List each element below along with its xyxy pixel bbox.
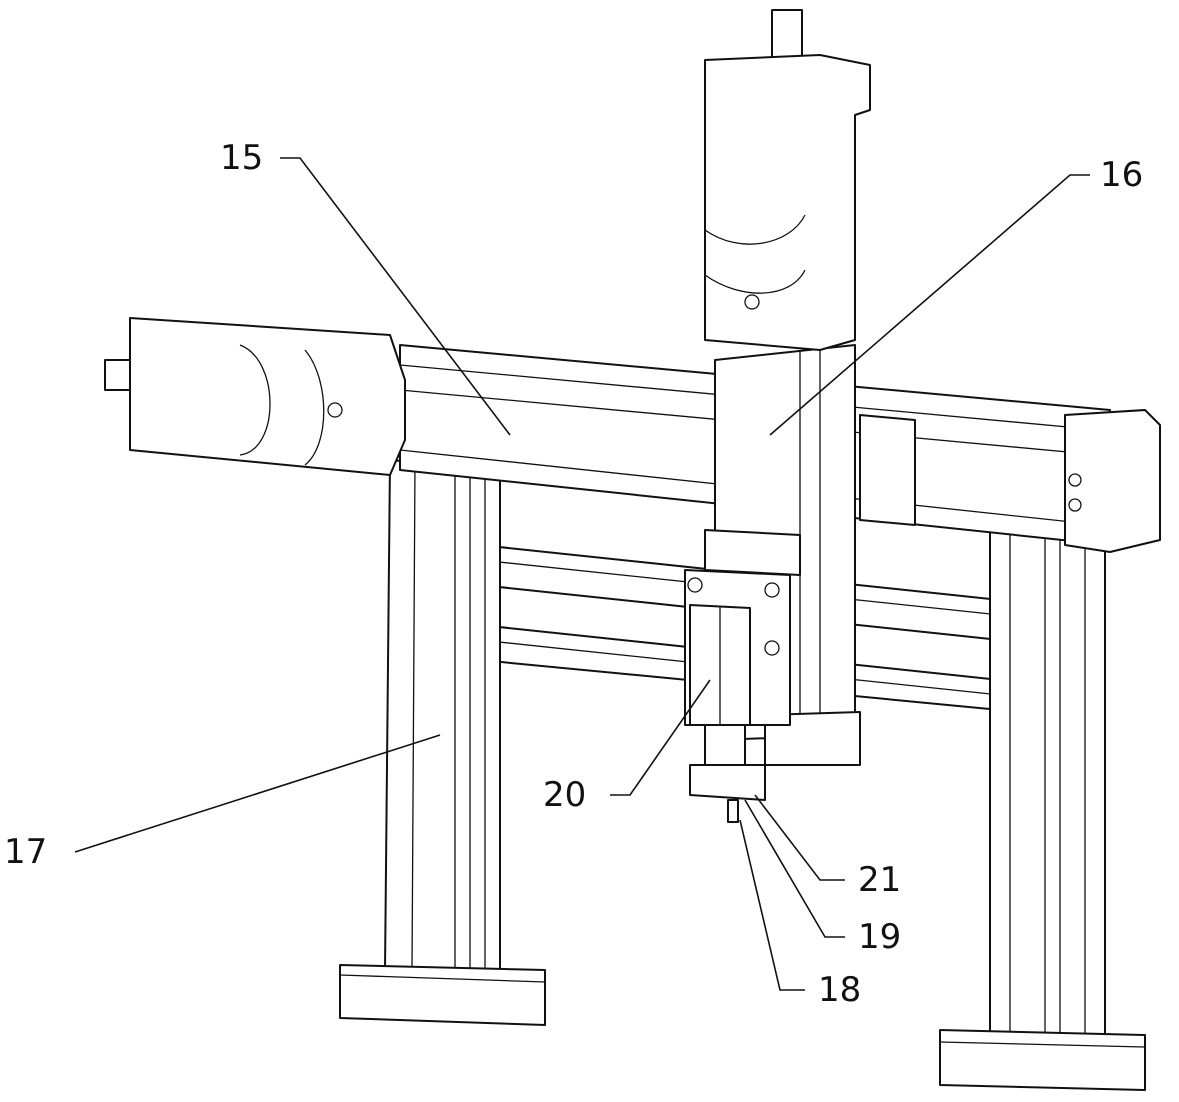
callout-21: 21 bbox=[858, 863, 901, 897]
callout-18: 18 bbox=[818, 973, 861, 1007]
left-support-leg bbox=[340, 460, 545, 1025]
callout-17: 17 bbox=[4, 835, 47, 869]
x-axis-beam bbox=[105, 318, 1160, 552]
callout-19: 19 bbox=[858, 920, 901, 954]
tool-carriage bbox=[685, 530, 800, 822]
callout-15: 15 bbox=[220, 141, 263, 175]
callout-16: 16 bbox=[1100, 158, 1143, 192]
callout-20: 20 bbox=[543, 778, 586, 812]
